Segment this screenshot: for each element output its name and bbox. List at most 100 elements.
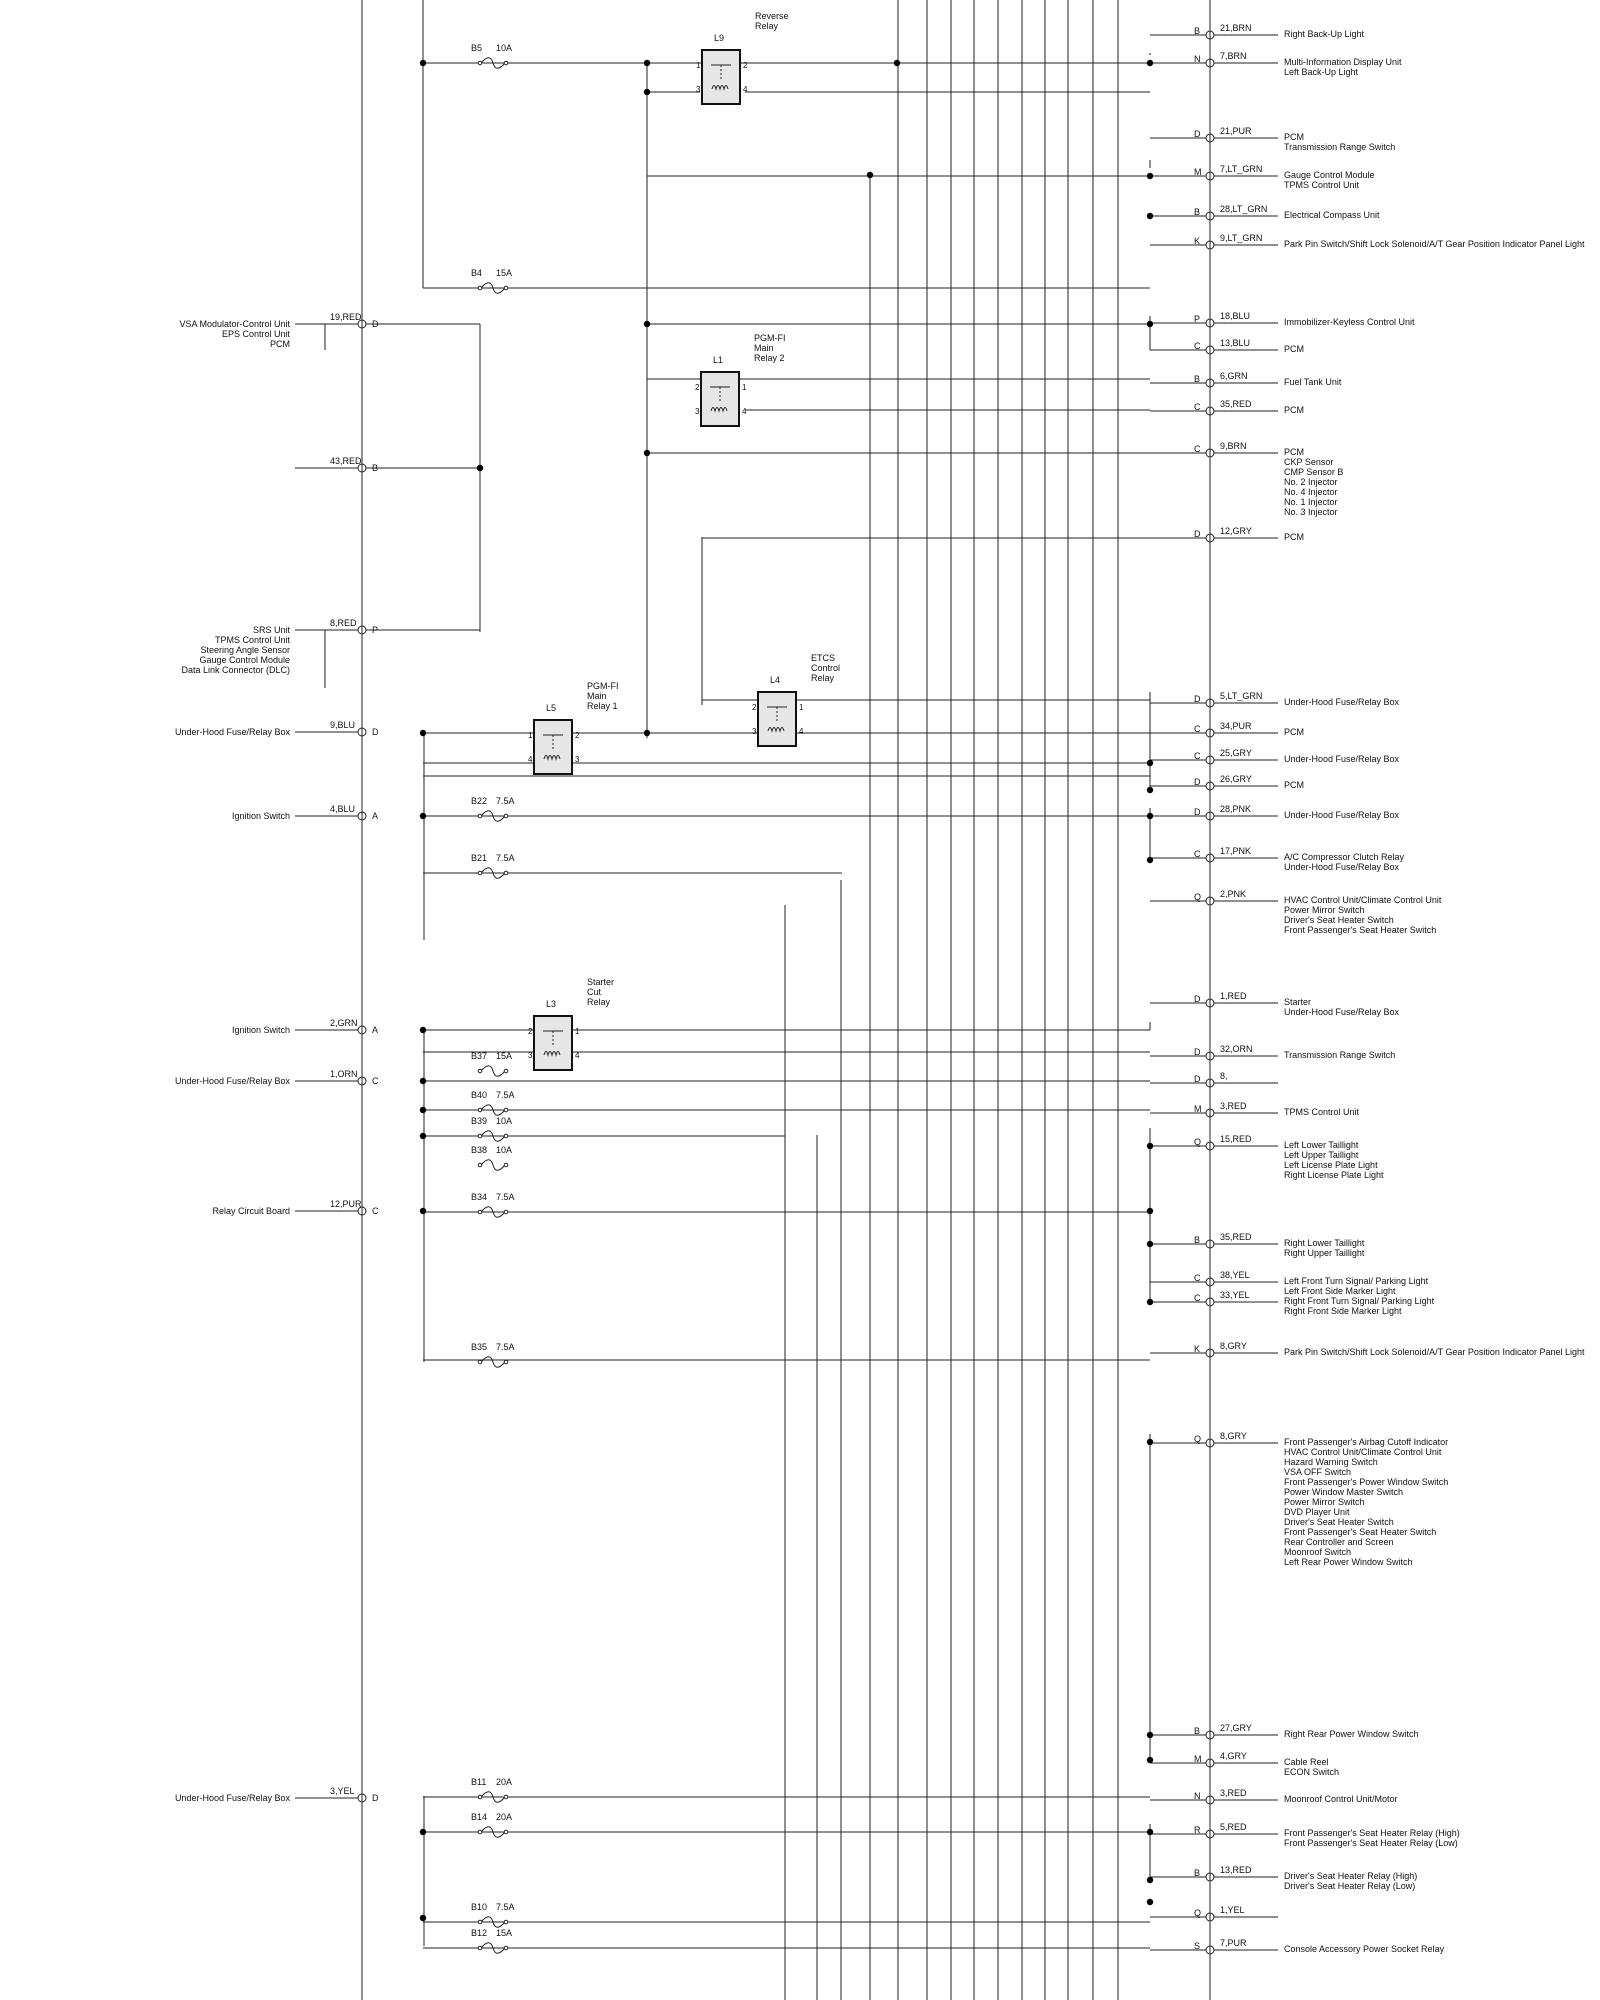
right-pin-letter: Q	[1194, 1908, 1201, 1918]
right-wire-code: 7,PUR	[1220, 1938, 1247, 1948]
fuse-name: B40	[471, 1090, 487, 1100]
fuse-rating: 7.5A	[496, 853, 515, 863]
right-pin-letter: D	[1194, 807, 1201, 817]
right-pin-letter: D	[1194, 1047, 1201, 1057]
right-dest-label: PCM	[1284, 447, 1304, 457]
relay-pin: 4	[528, 755, 533, 764]
component-layer	[357, 30, 1215, 1955]
junction-dot	[1146, 172, 1154, 180]
relay-pin: 1	[696, 61, 701, 70]
right-dest-label: Driver's Seat Heater Relay (Low)	[1284, 1881, 1415, 1891]
relay-l3	[533, 1015, 573, 1071]
right-wire-code: 6,GRN	[1220, 371, 1248, 381]
right-dest-label: Left Front Turn Signal/ Parking Light	[1284, 1276, 1429, 1286]
fuse-b22	[477, 810, 509, 822]
relay-name: Relay	[755, 21, 779, 31]
wire	[295, 629, 326, 688]
relay-code: L3	[546, 999, 556, 1009]
fuse-icon	[480, 1942, 506, 1954]
fuse-rating: 20A	[496, 1777, 512, 1787]
fuse-rating: 7.5A	[496, 796, 515, 806]
right-wire-code: 13,BLU	[1220, 338, 1250, 348]
right-dest-label: A/C Compressor Clutch Relay	[1284, 852, 1405, 862]
relay-name: Reverse	[755, 11, 789, 21]
junction-dot	[1146, 1876, 1154, 1884]
junction-dot	[419, 1077, 427, 1085]
left-dest-label: Gauge Control Module	[199, 655, 290, 665]
right-dest-label: Driver's Seat Heater Switch	[1284, 1517, 1394, 1527]
right-wire-code: 7,BRN	[1220, 51, 1247, 61]
relay-pin: 1	[742, 383, 747, 392]
junction-dot	[643, 59, 651, 67]
right-dest-label: Front Passenger's Power Window Switch	[1284, 1477, 1448, 1487]
right-pin-letter: Q	[1194, 1434, 1201, 1444]
left-wire-code: 8,RED	[330, 618, 357, 628]
right-dest-label: Front Passenger's Seat Heater Relay (Low…	[1284, 1838, 1458, 1848]
right-dest-label: No. 2 Injector	[1284, 477, 1338, 487]
left-dest-label: VSA Modulator-Control Unit	[179, 319, 290, 329]
relay-pin: 3	[575, 755, 580, 764]
right-wire-code: 9,LT_GRN	[1220, 233, 1262, 243]
right-dest-label: Under-Hood Fuse/Relay Box	[1284, 754, 1400, 764]
relay-code: L5	[546, 703, 556, 713]
fuse-rating: 15A	[496, 1051, 512, 1061]
relay-l4	[757, 691, 797, 747]
left-dest-label: Under-Hood Fuse/Relay Box	[175, 1076, 291, 1086]
fuse-b38	[477, 1159, 509, 1171]
right-dest-label: Transmission Range Switch	[1284, 142, 1395, 152]
junction-dot	[1146, 212, 1154, 220]
right-wire-code: 35,RED	[1220, 399, 1252, 409]
junction-dot	[1146, 1898, 1154, 1906]
relay-pin: 3	[696, 85, 701, 94]
right-wire-code: 9,BRN	[1220, 441, 1247, 451]
left-pin-letter: B	[372, 463, 378, 473]
right-dest-label: Left Front Side Marker Light	[1284, 1286, 1396, 1296]
right-dest-label: Electrical Compass Unit	[1284, 210, 1380, 220]
left-wire-code: 43,RED	[330, 456, 362, 466]
relay-name: Starter	[587, 977, 614, 987]
fuse-name: B38	[471, 1145, 487, 1155]
fuse-b37	[477, 1065, 509, 1077]
relay-pin: 4	[742, 407, 747, 416]
right-dest-label: Starter	[1284, 997, 1311, 1007]
fuse-b4	[477, 282, 509, 294]
right-pin-letter: D	[1194, 777, 1201, 787]
right-dest-label: PCM	[1284, 532, 1304, 542]
junction-dot	[866, 171, 874, 179]
junction-dot	[1146, 856, 1154, 864]
right-dest-label: Multi-Information Display Unit	[1284, 57, 1402, 67]
right-dest-label: Right Lower Taillight	[1284, 1238, 1365, 1248]
junction-dot	[1146, 1756, 1154, 1764]
left-pin-letter: D	[372, 1793, 379, 1803]
right-wire-code: 34,PUR	[1220, 721, 1252, 731]
fuse-icon	[480, 282, 506, 294]
junction-dot	[419, 59, 427, 67]
right-dest-label: CKP Sensor	[1284, 457, 1333, 467]
fuse-rating: 10A	[496, 43, 512, 53]
right-wire-code: 12,GRY	[1220, 526, 1252, 536]
right-dest-label: Left Back-Up Light	[1284, 67, 1359, 77]
right-dest-label: Immobilizer-Keyless Control Unit	[1284, 317, 1415, 327]
relay-pin: 4	[575, 1051, 580, 1060]
right-wire-code: 15,RED	[1220, 1134, 1252, 1144]
left-dest-label: EPS Control Unit	[222, 329, 291, 339]
fuse-rating: 10A	[496, 1145, 512, 1155]
right-wire-code: 32,ORN	[1220, 1044, 1253, 1054]
junction-dot	[1146, 786, 1154, 794]
right-pin-letter: C	[1194, 444, 1201, 454]
fuse-icon	[480, 1159, 506, 1171]
right-dest-label: Right License Plate Light	[1284, 1170, 1384, 1180]
right-dest-label: Right Front Turn Signal/ Parking Light	[1284, 1296, 1435, 1306]
junction-dot	[476, 464, 484, 472]
right-dest-label: Transmission Range Switch	[1284, 1050, 1395, 1060]
right-pin-letter: D	[1194, 129, 1201, 139]
left-dest-label: Under-Hood Fuse/Relay Box	[175, 1793, 291, 1803]
right-dest-label: HVAC Control Unit/Climate Control Unit	[1284, 1447, 1442, 1457]
right-dest-label: Driver's Seat Heater Relay (High)	[1284, 1871, 1417, 1881]
right-dest-label: ECON Switch	[1284, 1767, 1339, 1777]
relay-pin: 1	[528, 731, 533, 740]
fuse-name: B10	[471, 1902, 487, 1912]
fuse-icon	[480, 1104, 506, 1116]
right-dest-label: Left Upper Taillight	[1284, 1150, 1359, 1160]
right-dest-label: Right Upper Taillight	[1284, 1248, 1365, 1258]
